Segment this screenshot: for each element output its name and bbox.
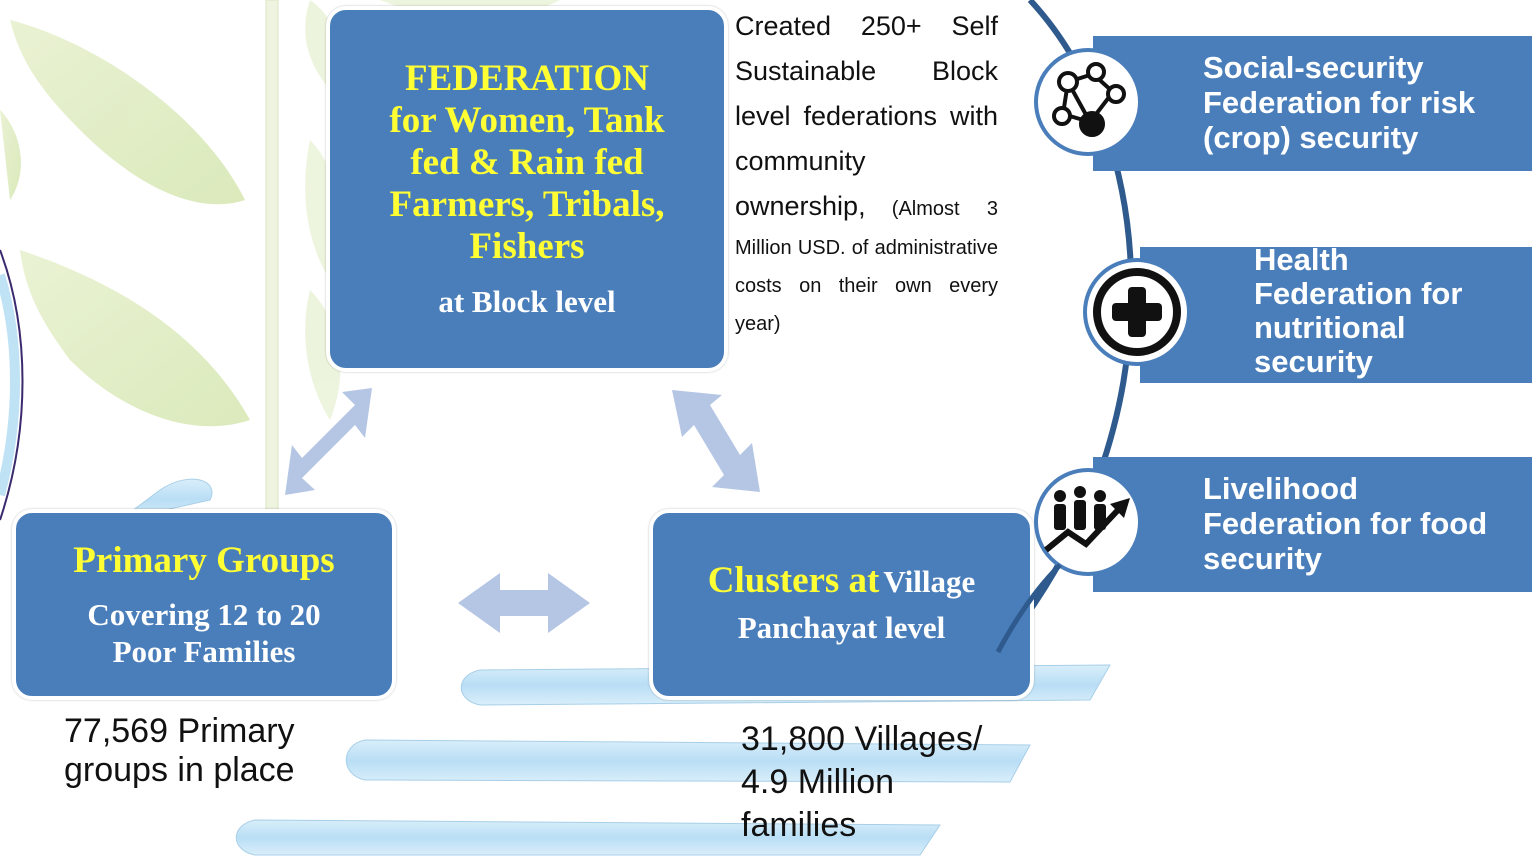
panel-line: Federation for <box>1254 276 1463 311</box>
federation-box: FEDERATION for Women, Tank fed & Rain fe… <box>326 6 728 372</box>
panel-line: (crop) security <box>1203 120 1419 155</box>
double-arrows <box>285 388 760 633</box>
clusters-note: 31,800 Villages/ 4.9 Million families <box>741 718 982 847</box>
primary-groups-box: Primary Groups Covering 12 to 20 Poor Fa… <box>12 509 396 700</box>
panel-line: Social-security <box>1203 50 1424 85</box>
panel-line: security <box>1203 541 1322 576</box>
panel-line: security <box>1254 344 1373 379</box>
clusters-note-line: 4.9 Million <box>741 763 895 801</box>
federation-note-detail: (Almost 3 Million USD. of administrative… <box>735 198 998 335</box>
social-security-panel: Social-security Federation for risk (cro… <box>1093 36 1532 171</box>
primary-groups-title: Primary Groups <box>73 539 335 581</box>
arc-connector <box>995 563 1062 654</box>
clusters-title-highlight: Clusters at <box>707 560 880 601</box>
primary-note-line: 77,569 Primary <box>64 712 295 750</box>
primary-subtitle-line: Poor Families <box>112 633 296 669</box>
panel-line: Health <box>1254 247 1349 277</box>
federation-title-line: FEDERATION <box>405 58 649 99</box>
network-people-icon <box>1034 48 1142 156</box>
federation-title-line: Fishers <box>469 226 585 267</box>
federation-title-line: fed & Rain fed <box>410 142 644 183</box>
people-growth-icon <box>1034 468 1142 576</box>
primary-groups-subtitle: Covering 12 to 20 Poor Families <box>87 596 320 670</box>
clusters-title: Clusters at Village <box>708 561 975 608</box>
federation-title-line: Farmers, Tribals, <box>389 184 665 225</box>
federation-note: Created 250+ Self Sustainable Block leve… <box>735 4 998 343</box>
federation-note-lead: Created 250+ Self Sustainable Block leve… <box>735 11 998 221</box>
primary-note-line: groups in place <box>64 751 295 789</box>
panel-line: Livelihood <box>1203 471 1358 506</box>
clusters-title-rest: Village <box>883 564 976 599</box>
panel-line: Federation for risk <box>1203 85 1476 120</box>
clusters-note-line: families <box>741 806 857 844</box>
clusters-note-line: 31,800 Villages/ <box>741 720 983 758</box>
health-panel: Health Federation for nutritional securi… <box>1140 247 1532 383</box>
clusters-box: Clusters at Village Panchayat level <box>649 509 1034 700</box>
federation-title: FEDERATION for Women, Tank fed & Rain fe… <box>389 58 664 268</box>
medical-cross-icon <box>1083 258 1191 366</box>
primary-subtitle-line: Covering 12 to 20 <box>87 596 321 632</box>
primary-note: 77,569 Primary groups in place <box>64 712 295 790</box>
livelihood-panel: Livelihood Federation for food security <box>1093 457 1532 592</box>
federation-title-line: for Women, Tank <box>389 100 665 141</box>
panel-line: Federation for food <box>1203 506 1488 541</box>
clusters-line2: Panchayat level <box>737 610 946 645</box>
federation-subtitle: at Block level <box>438 284 616 319</box>
panel-line: nutritional <box>1254 310 1406 345</box>
